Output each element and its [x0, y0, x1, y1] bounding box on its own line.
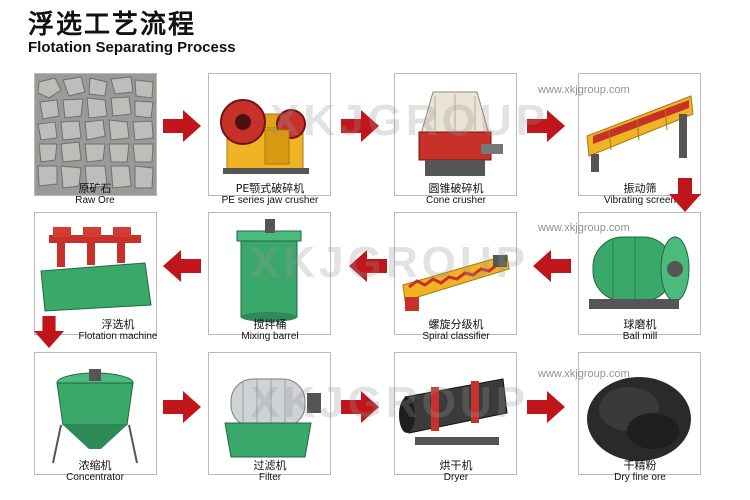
raw-ore-icon [35, 74, 156, 195]
card-dryer [394, 352, 517, 475]
step-name-cn: 圆锥破碎机 [428, 182, 484, 195]
label-flotation-machine: 浮选机 Flotation machine [28, 318, 208, 343]
step-name-en: Dry fine ore [614, 472, 666, 483]
arrow-left-icon [533, 250, 571, 282]
jaw-crusher-icon [209, 74, 330, 195]
label-filter: 过滤机 Filter [180, 459, 360, 484]
label-raw-ore: 原矿石 Raw Ore [5, 182, 185, 207]
title-chinese: 浮选工艺流程 [28, 10, 197, 40]
spiral-classifier-icon [395, 213, 516, 334]
arrow-left-icon [349, 250, 387, 282]
label-mixing-barrel: 搅拌桶 Mixing barrel [180, 318, 360, 343]
label-concentrator: 浓缩机 Concentrator [5, 459, 185, 484]
step-name-cn: 球磨机 [623, 318, 657, 331]
step-name-cn: 螺旋分级机 [428, 318, 484, 331]
watermark-url: www.xkjgroup.com [538, 368, 630, 380]
watermark-url: www.xkjgroup.com [538, 84, 630, 96]
watermark-url: www.xkjgroup.com [538, 222, 630, 234]
card-concentrator [34, 352, 157, 475]
concentrator-icon [35, 353, 156, 474]
step-name-en: Vibrating screen [603, 195, 677, 206]
dry-fine-ore-icon [579, 353, 700, 474]
card-flotation-machine [34, 212, 157, 335]
ball-mill-icon [579, 213, 700, 334]
step-name-en: Mixing barrel [241, 331, 299, 342]
title-english: Flotation Separating Process [28, 39, 236, 56]
step-name-cn: 搅拌桶 [253, 318, 287, 331]
label-dry-fine-ore: 干精粉 Dry fine ore [550, 459, 730, 484]
step-name-en: Filter [258, 472, 282, 483]
filter-icon [209, 353, 330, 474]
card-spiral-classifier [394, 212, 517, 335]
card-jaw-crusher [208, 73, 331, 196]
mixing-barrel-icon [209, 213, 330, 334]
vibrating-screen-icon [579, 74, 700, 195]
card-raw-ore [34, 73, 157, 196]
dryer-icon [395, 353, 516, 474]
step-name-en: Spiral classifier [422, 331, 490, 342]
arrow-down-icon [669, 178, 701, 212]
step-name-cn: 浓缩机 [78, 459, 112, 472]
step-name-cn: 烘干机 [439, 459, 473, 472]
arrow-right-icon [341, 110, 379, 142]
step-name-cn: PE颚式破碎机 [235, 182, 305, 195]
step-name-cn: 原矿石 [78, 182, 112, 195]
label-ball-mill: 球磨机 Ball mill [550, 318, 730, 343]
step-name-cn: 干精粉 [623, 459, 657, 472]
card-vibrating-screen [578, 73, 701, 196]
step-name-en: Dryer [443, 472, 469, 483]
card-dry-fine-ore [578, 352, 701, 475]
card-cone-crusher [394, 73, 517, 196]
step-name-en: PE series jaw crusher [221, 195, 319, 206]
arrow-right-icon [527, 391, 565, 423]
label-cone-crusher: 圆锥破碎机 Cone crusher [366, 182, 546, 207]
label-vibrating-screen: 振动筛 Vibrating screen [550, 182, 730, 207]
step-name-en: Cone crusher [425, 195, 487, 206]
label-dryer: 烘干机 Dryer [366, 459, 546, 484]
arrow-right-icon [341, 391, 379, 423]
label-jaw-crusher: PE颚式破碎机 PE series jaw crusher [180, 182, 360, 207]
step-name-en: Flotation machine [78, 331, 158, 342]
flotation-machine-icon [35, 213, 156, 334]
card-ball-mill [578, 212, 701, 335]
step-name-cn: 浮选机 [101, 318, 135, 331]
card-filter [208, 352, 331, 475]
arrow-right-icon [163, 391, 201, 423]
step-name-en: Ball mill [622, 331, 658, 342]
arrow-left-icon [163, 250, 201, 282]
step-name-cn: 振动筛 [623, 182, 657, 195]
arrow-right-icon [527, 110, 565, 142]
card-mixing-barrel [208, 212, 331, 335]
step-name-en: Raw Ore [75, 195, 115, 206]
step-name-cn: 过滤机 [253, 459, 287, 472]
label-spiral-classifier: 螺旋分级机 Spiral classifier [366, 318, 546, 343]
arrow-right-icon [163, 110, 201, 142]
cone-crusher-icon [395, 74, 516, 195]
arrow-down-icon [33, 316, 65, 348]
step-name-en: Concentrator [66, 472, 124, 483]
